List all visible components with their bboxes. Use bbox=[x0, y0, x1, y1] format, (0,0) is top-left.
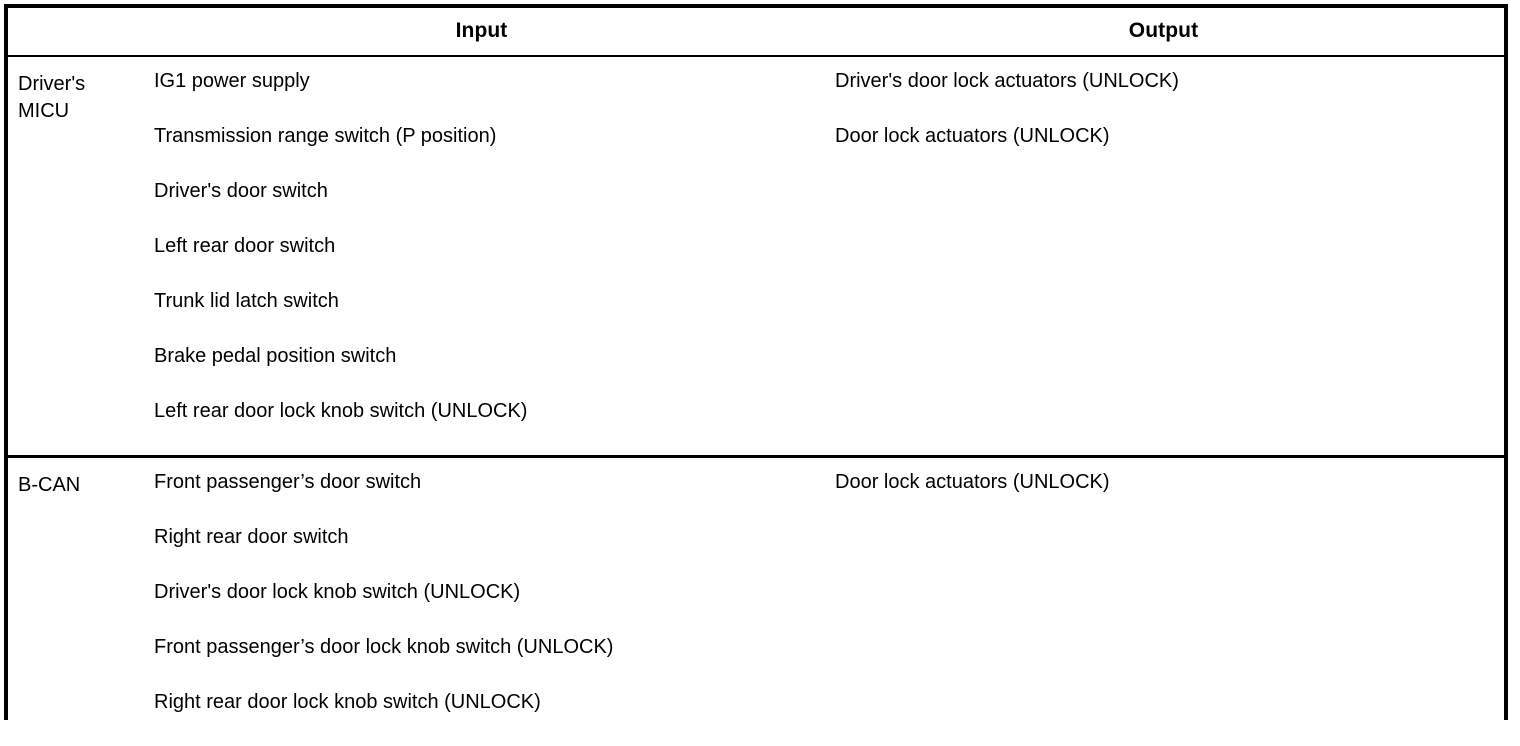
list-item: Transmission range switch (P position) bbox=[140, 125, 823, 180]
list-item: Door lock actuators (UNLOCK) bbox=[823, 471, 1504, 526]
list-item: Front passenger’s door lock knob switch … bbox=[140, 636, 823, 691]
input-list-b-can: Front passenger’s door switch Right rear… bbox=[140, 458, 823, 746]
input-output-table: Input Output Driver's MICU IG1 power sup… bbox=[4, 4, 1508, 720]
list-item: Driver's door switch bbox=[140, 180, 823, 235]
system-name-drivers-micu: Driver's MICU bbox=[8, 57, 140, 125]
output-list-drivers-micu: Driver's door lock actuators (UNLOCK) Do… bbox=[823, 57, 1504, 180]
row-output-cell: Driver's door lock actuators (UNLOCK) Do… bbox=[823, 56, 1504, 457]
row-system-cell: Driver's MICU bbox=[8, 56, 140, 457]
input-list-drivers-micu: IG1 power supply Transmission range swit… bbox=[140, 57, 823, 455]
header-cell-input: Input bbox=[140, 8, 823, 56]
list-item: Trunk lid latch switch bbox=[140, 290, 823, 345]
list-item: Left rear door lock knob switch (UNLOCK) bbox=[140, 400, 823, 455]
list-item: Front passenger’s door switch bbox=[140, 471, 823, 526]
list-item: Door lock actuators (UNLOCK) bbox=[823, 125, 1504, 180]
list-item: IG1 power supply bbox=[140, 70, 823, 125]
list-item: Right rear door lock knob switch (UNLOCK… bbox=[140, 691, 823, 746]
header-cell-system bbox=[8, 8, 140, 56]
table-row: Driver's MICU IG1 power supply Transmiss… bbox=[8, 56, 1504, 457]
row-system-cell: B-CAN bbox=[8, 457, 140, 746]
list-item: Left rear door switch bbox=[140, 235, 823, 290]
table: Input Output Driver's MICU IG1 power sup… bbox=[8, 8, 1504, 746]
row-input-cell: Front passenger’s door switch Right rear… bbox=[140, 457, 823, 746]
column-header-input: Input bbox=[140, 8, 823, 54]
list-item: Driver's door lock knob switch (UNLOCK) bbox=[140, 581, 823, 636]
system-name-b-can: B-CAN bbox=[8, 458, 140, 499]
table-header-row: Input Output bbox=[8, 8, 1504, 56]
page-canvas: Input Output Driver's MICU IG1 power sup… bbox=[0, 0, 1520, 724]
row-output-cell: Door lock actuators (UNLOCK) bbox=[823, 457, 1504, 746]
column-header-output: Output bbox=[823, 8, 1504, 54]
list-item: Brake pedal position switch bbox=[140, 345, 823, 400]
table-row: B-CAN Front passenger’s door switch Righ… bbox=[8, 457, 1504, 746]
list-item: Right rear door switch bbox=[140, 526, 823, 581]
output-list-b-can: Door lock actuators (UNLOCK) bbox=[823, 458, 1504, 526]
row-input-cell: IG1 power supply Transmission range swit… bbox=[140, 56, 823, 457]
header-cell-output: Output bbox=[823, 8, 1504, 56]
list-item: Driver's door lock actuators (UNLOCK) bbox=[823, 70, 1504, 125]
